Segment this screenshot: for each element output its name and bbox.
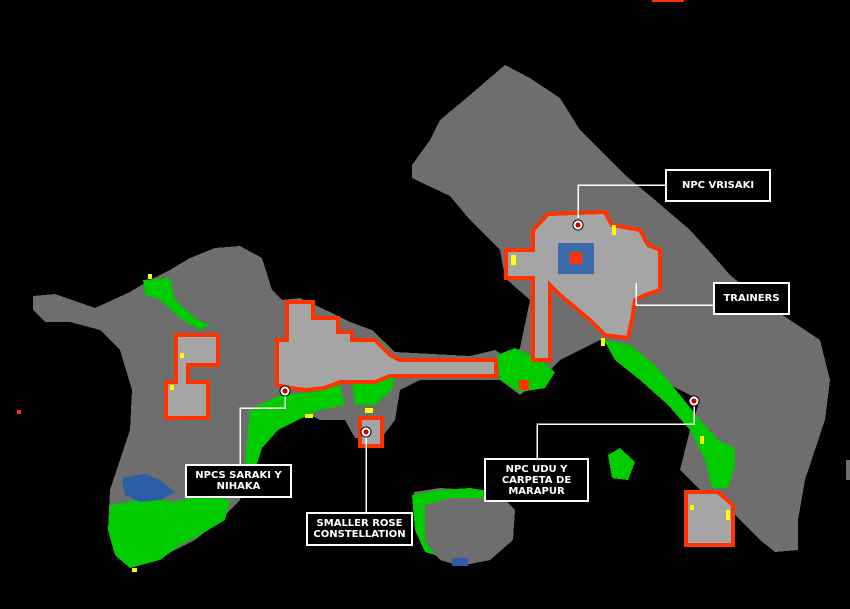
land-main <box>33 65 830 565</box>
label-smaller-rose: SMALLER ROSE CONSTELLATION <box>306 512 413 546</box>
land-islet <box>414 488 515 566</box>
leader-lines <box>239 184 713 512</box>
buildings <box>164 209 735 547</box>
npc-marker-icon[interactable] <box>688 395 700 407</box>
label-npc-udu: NPC UDU Y CARPETA DE MARAPUR <box>484 458 589 502</box>
label-npc-vrisaki: NPC VRISAKI <box>665 169 771 202</box>
grass-areas <box>108 278 735 568</box>
label-trainers: TRAINERS <box>713 282 790 315</box>
constellation-marker-icon[interactable] <box>360 426 372 438</box>
npc-marker-icon[interactable] <box>279 385 291 397</box>
building-details <box>17 0 850 572</box>
npc-marker-icon[interactable] <box>572 219 584 231</box>
label-npcs-saraki: NPCS SARAKI Y NIHAKA <box>185 464 292 498</box>
